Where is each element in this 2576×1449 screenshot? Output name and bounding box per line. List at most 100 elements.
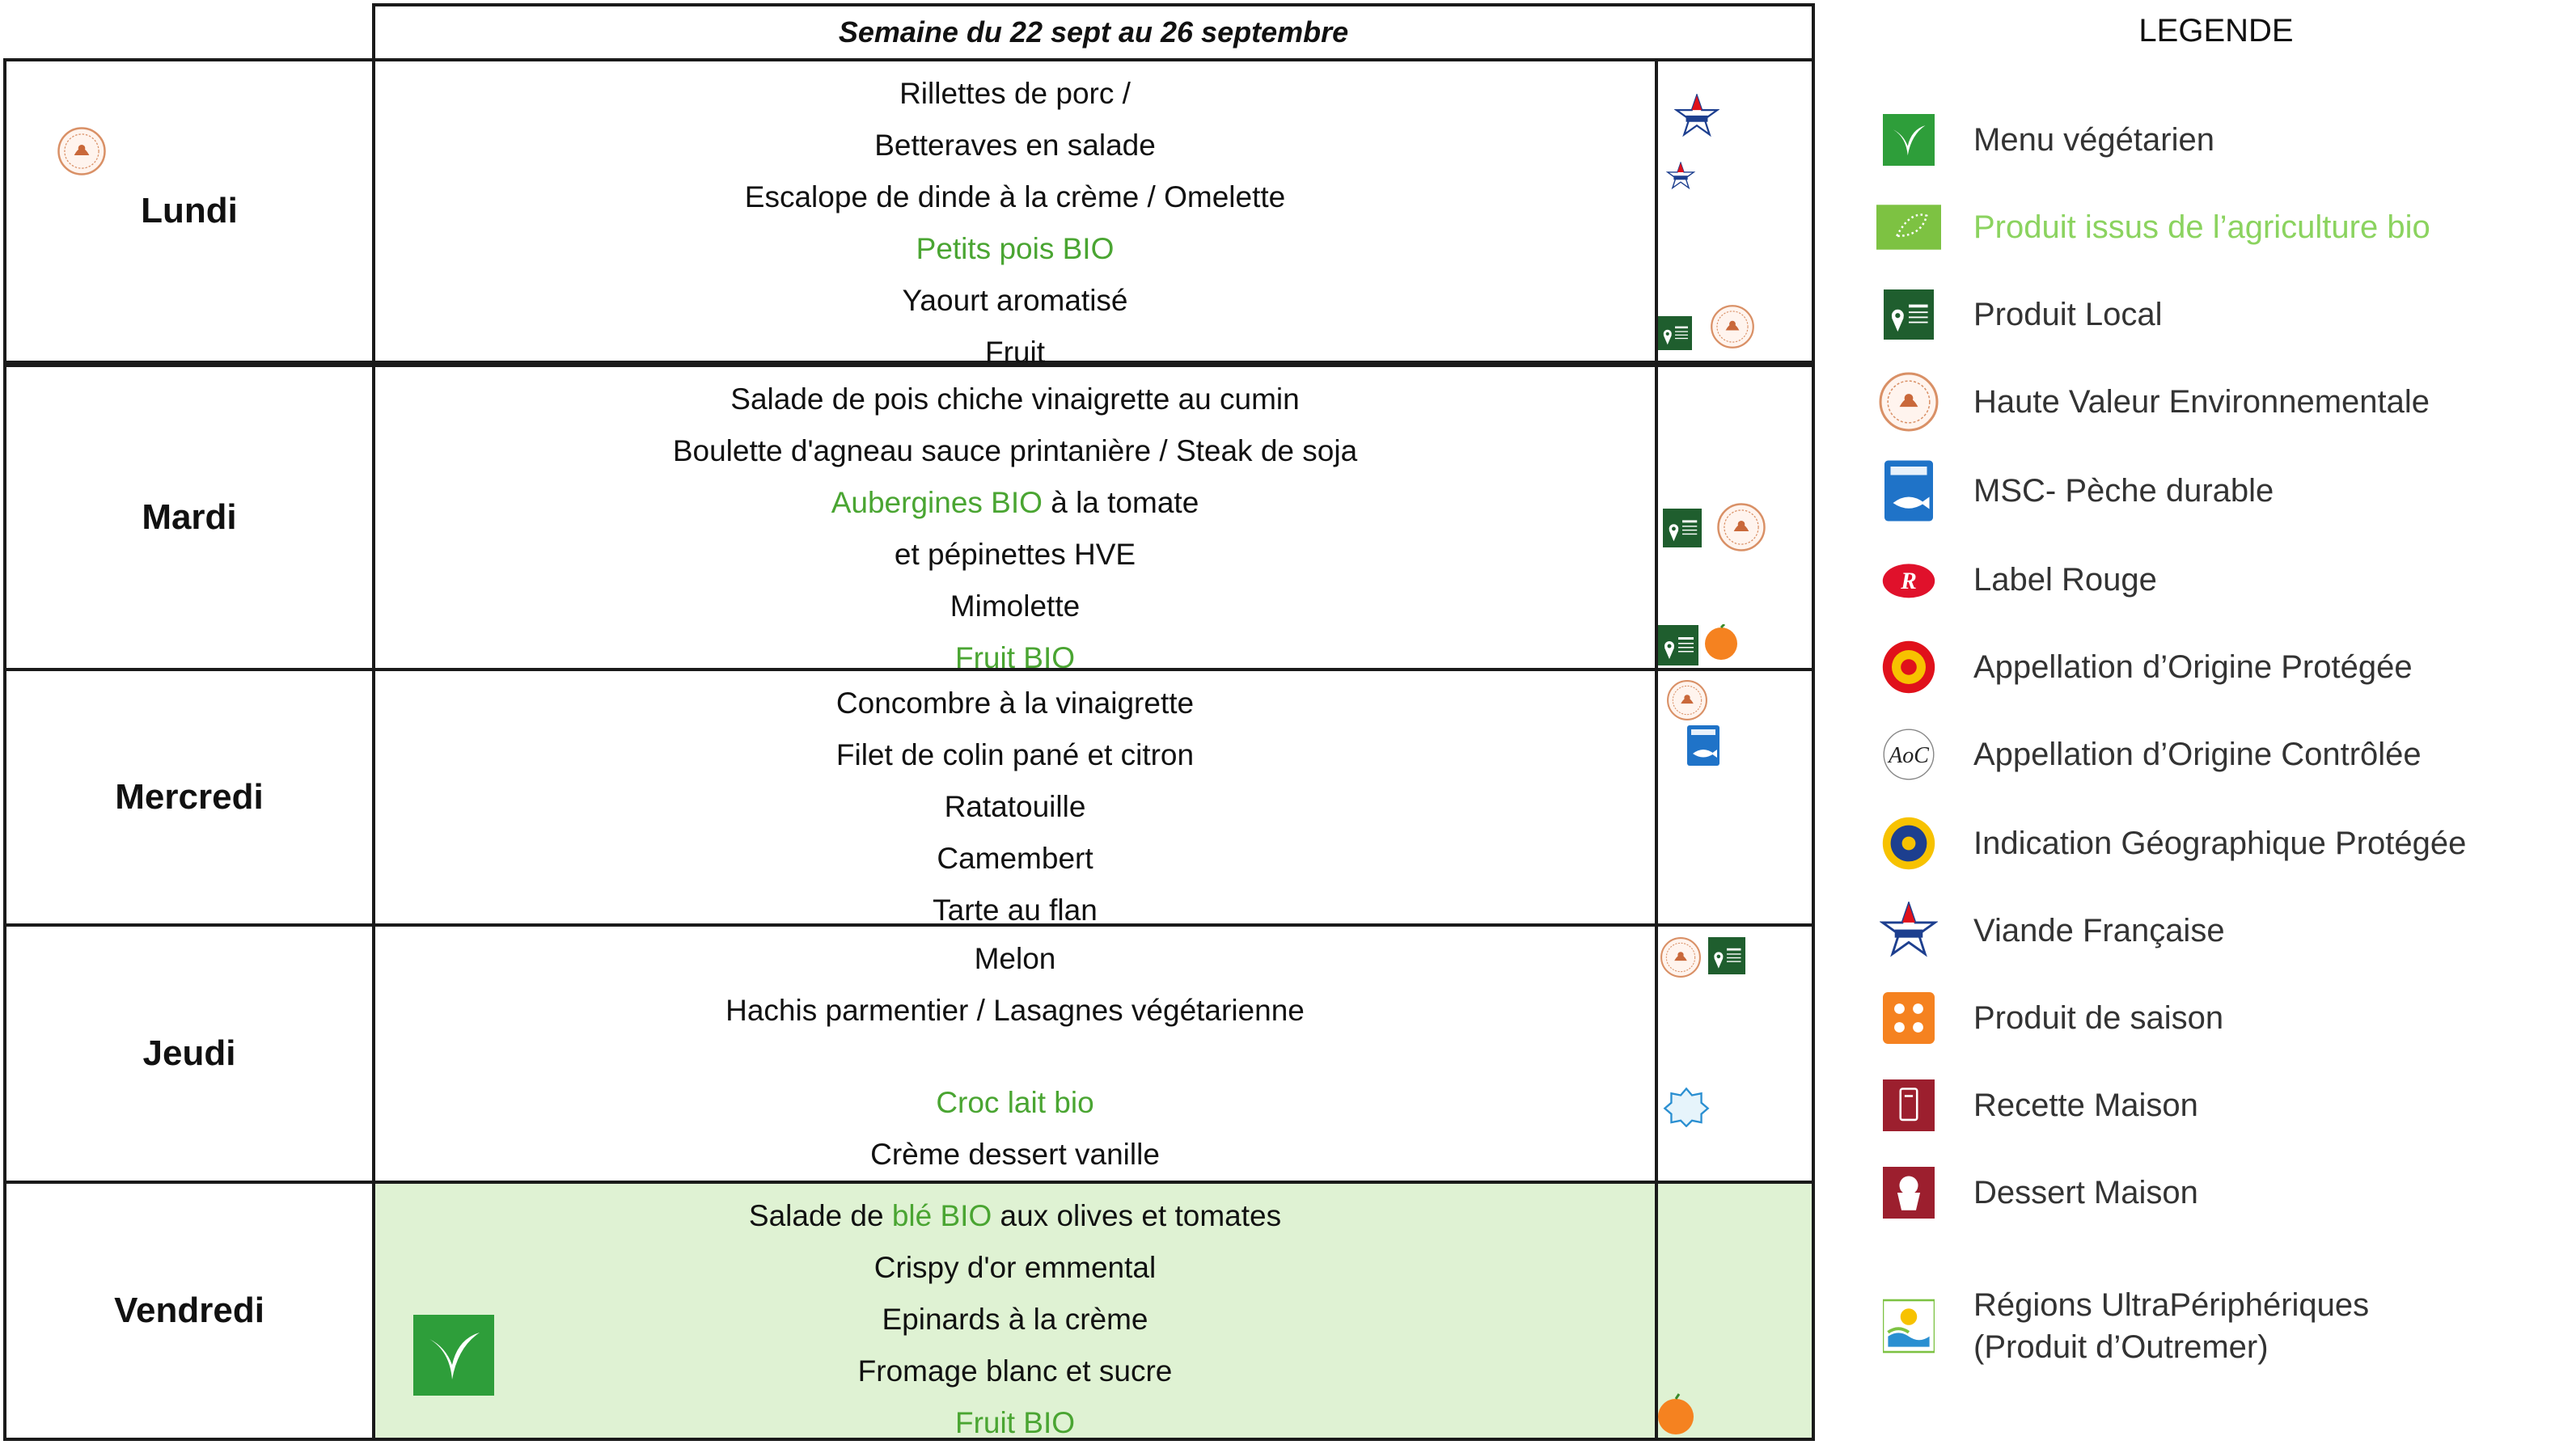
day-name: Lundi	[141, 191, 238, 230]
legend-label: Produit issus de l’agriculture bio	[1973, 209, 2430, 245]
menu-text: Salade de	[748, 1199, 892, 1232]
menu-text: Fruit	[985, 336, 1045, 369]
hve-seal-icon	[1711, 305, 1754, 349]
menu-text: Fromage blanc et sucre	[857, 1354, 1173, 1388]
seasonal-icon	[1876, 986, 1941, 1050]
hve-seal-icon	[1660, 937, 1701, 978]
outremer-icon	[1876, 1294, 1941, 1358]
label-rouge-icon	[1876, 547, 1941, 612]
menu-line: Ratatouille	[945, 781, 1086, 833]
labels-cell-mardi	[1655, 364, 1815, 671]
legend-label: Label Rouge	[1973, 562, 2157, 598]
aoc-icon	[1876, 722, 1941, 787]
legend-item: Produit Local	[1876, 278, 2572, 351]
french-meat-icon	[1675, 95, 1719, 136]
bio-text: blé BIO	[891, 1199, 992, 1232]
hve-seal-icon	[1876, 370, 1941, 434]
menu-text: aux olives et tomates	[992, 1199, 1282, 1232]
legend-item: Viande Française	[1876, 894, 2572, 967]
bio-text: Petits pois BIO	[916, 232, 1115, 265]
menu-line: Tarte au flan	[933, 885, 1098, 936]
local-product-icon	[1663, 509, 1702, 547]
week-header: Semaine du 22 sept au 26 septembre	[372, 3, 1815, 61]
legend-item: Haute Valeur Environnementale	[1876, 365, 2572, 438]
homemade-dessert-icon	[1876, 1160, 1941, 1225]
day-name: Jeudi	[142, 1033, 236, 1073]
menu-text: Rillettes de porc /	[899, 77, 1131, 110]
menu-line: Fruit	[985, 327, 1045, 378]
labels-cell-mercredi	[1655, 668, 1815, 927]
legend-label: Haute Valeur Environnementale	[1973, 384, 2430, 420]
menu-line: Crème dessert vanille	[870, 1129, 1160, 1181]
menu-text: Melon	[974, 942, 1056, 975]
menu-text: Filet de colin pané et citron	[835, 738, 1195, 771]
seasonal-fruit-icon	[1705, 624, 1737, 660]
labels-cell-jeudi	[1655, 923, 1815, 1184]
week-title: Semaine du 22 sept au 26 septembre	[838, 15, 1349, 49]
menu-line: Melon	[975, 933, 1056, 985]
legend-item: Régions UltraPériphériques (Produit d’Ou…	[1876, 1278, 2572, 1375]
hve-seal-icon	[1667, 680, 1707, 720]
bio-text: Fruit BIO	[954, 1406, 1076, 1439]
legend-label: Appellation d’Origine Contrôlée	[1973, 737, 2422, 772]
vegetarian-icon	[1876, 108, 1941, 172]
menu-line: Petits pois BIO	[916, 223, 1115, 275]
menu-line: Epinards à la crème	[882, 1294, 1148, 1346]
day-cell-jeudi: Jeudi	[3, 923, 375, 1184]
french-meat-icon	[1667, 162, 1694, 189]
menu-line: Croc lait bio	[936, 1077, 1093, 1129]
legend-label: Viande Française	[1973, 913, 2225, 948]
hve-seal-icon	[57, 127, 106, 175]
legend-item: Indication Géographique Protégée	[1876, 807, 2572, 880]
organic-leaf-icon	[1876, 195, 1941, 260]
local-product-icon	[1708, 937, 1745, 974]
day-cell-mercredi: Mercredi	[3, 668, 375, 927]
menu-text: Salade de pois chiche vinaigrette au cum…	[730, 382, 1300, 416]
menu-text: Hachis parmentier / Lasagnes végétarienn…	[725, 994, 1305, 1027]
legend-label: Dessert Maison	[1973, 1175, 2198, 1210]
menu-line: Betteraves en salade	[874, 120, 1156, 171]
bio-text: Aubergines BIO	[831, 486, 1043, 519]
menu-line: et pépinettes HVE	[895, 529, 1136, 581]
legend-label: Menu végétarien	[1973, 122, 2214, 158]
legend-label: MSC- Pèche durable	[1973, 473, 2274, 509]
menu-text: Betteraves en salade	[874, 129, 1156, 162]
menu-text: Camembert	[937, 842, 1093, 875]
menu-line: Rillettes de porc /	[899, 68, 1131, 120]
labels-cell-vendredi	[1655, 1181, 1815, 1441]
menu-text: à la tomate	[1042, 486, 1199, 519]
menu-line: Filet de colin pané et citron	[836, 729, 1194, 781]
menu-line: Hachis parmentier / Lasagnes végétarienn…	[725, 985, 1305, 1037]
legend-label: Indication Géographique Protégée	[1973, 826, 2467, 861]
legend-item: Appellation d’Origine Contrôlée	[1876, 718, 2572, 791]
legend-label: Recette Maison	[1973, 1088, 2198, 1123]
menu-text: Tarte au flan	[933, 893, 1098, 927]
legend-item: Appellation d’Origine Protégée	[1876, 631, 2572, 703]
menu-text: Escalope de dinde à la crème / Omelette	[744, 180, 1286, 213]
badge-icon	[1663, 1087, 1710, 1127]
homemade-recipe-icon	[1876, 1073, 1941, 1138]
menu-line: Fromage blanc et sucre	[858, 1346, 1173, 1397]
legend-item: Produit de saison	[1876, 982, 2572, 1054]
menu-line: Fruit BIO	[955, 1397, 1075, 1449]
legend-item: Label Rouge	[1876, 543, 2572, 616]
menu-line: Crispy d'or emmental	[874, 1242, 1156, 1294]
legend-label: Produit de saison	[1973, 1000, 2224, 1036]
menu-text: Epinards à la crème	[882, 1303, 1148, 1336]
menu-text: Yaourt aromatisé	[902, 284, 1128, 317]
msc-fish-icon	[1876, 458, 1941, 523]
local-product-icon	[1658, 625, 1698, 665]
local-product-icon	[1658, 316, 1692, 350]
aop-seal-icon	[1876, 635, 1941, 699]
seasonal-fruit-icon	[1658, 1393, 1694, 1434]
bio-text: Croc lait bio	[936, 1086, 1094, 1119]
menu-line: Boulette d'agneau sauce printanière / St…	[673, 425, 1357, 477]
menu-text: et pépinettes HVE	[894, 538, 1136, 571]
legend-label: Régions UltraPériphériques (Produit d’Ou…	[1973, 1287, 2370, 1365]
legend-label: Appellation d’Origine Protégée	[1973, 649, 2413, 685]
day-name: Mercredi	[115, 777, 264, 817]
menu-text: Crispy d'or emmental	[873, 1251, 1157, 1284]
